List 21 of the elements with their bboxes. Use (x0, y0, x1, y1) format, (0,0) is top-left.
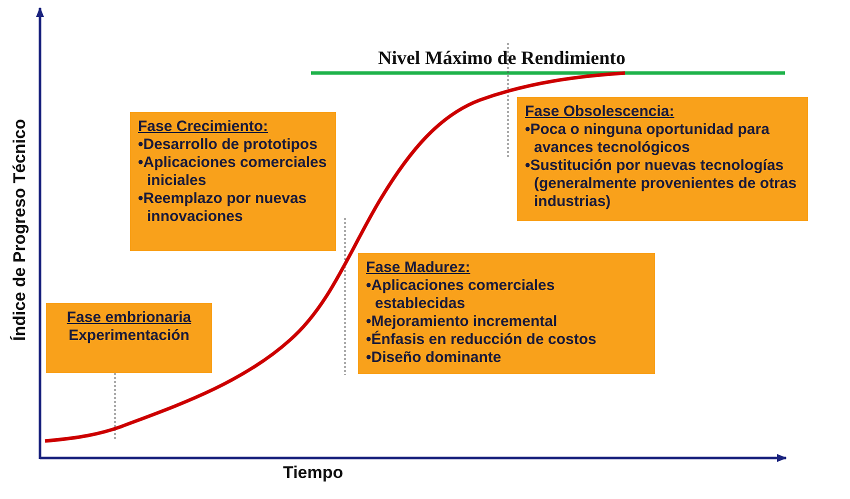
phase-box (358, 253, 655, 374)
phase-heading: Fase Obsolescencia: (525, 103, 676, 121)
phase-box (46, 303, 212, 373)
phase-description: Experimentación (68, 327, 190, 345)
y-axis-label: Índice de Progreso Técnico (10, 119, 30, 341)
phase-heading: Fase embrionaria (66, 309, 192, 327)
bullet-item: •Aplicaciones comerciales iniciales (138, 154, 328, 190)
x-axis-label: Tiempo (283, 463, 344, 483)
bullet-item: •Sustitución por nuevas tecnologías (generalmente provenientes de otras industrias) (525, 157, 798, 211)
bullet-item: •Poca o ninguna oportunidad para avances tecnológicos (525, 121, 770, 157)
bullet-item: •Diseño dominante (366, 349, 502, 367)
phase-heading: Fase Madurez: (366, 259, 472, 277)
bullet-item: •Desarrollo de prototipos (138, 136, 318, 154)
bullet-item: •Reemplazo por nuevas innovaciones (138, 190, 308, 226)
bullet-item: •Énfasis en reducción de costos (366, 331, 598, 349)
chart-title: Nivel Máximo de Rendimiento (378, 48, 626, 70)
bullet-item: •Aplicaciones comerciales establecidas (366, 277, 556, 313)
phase-box (130, 112, 336, 251)
bullet-item: •Mejoramiento incremental (366, 313, 558, 330)
phase-heading: Fase Crecimiento: (138, 118, 270, 136)
phase-box (517, 97, 808, 221)
